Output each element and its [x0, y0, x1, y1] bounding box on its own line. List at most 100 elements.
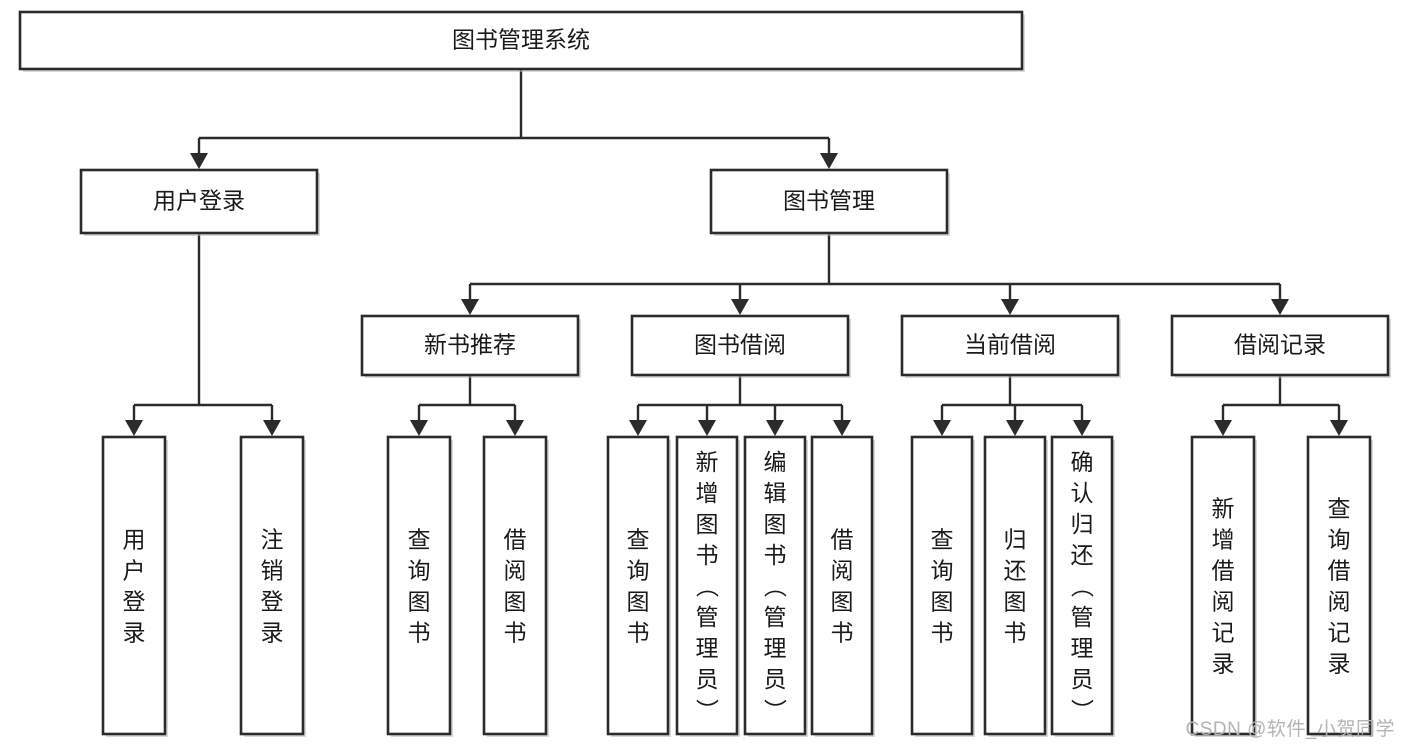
node-label: 当前借阅: [964, 332, 1056, 358]
node-label-char: 登: [261, 589, 284, 615]
node-rect[interactable]: [983, 435, 1047, 736]
node-label-char: 新: [696, 449, 719, 475]
node-root[interactable]: 图书管理系统: [18, 10, 1025, 72]
node-label-char: 查: [627, 527, 650, 553]
node-records[interactable]: 借阅记录: [1170, 314, 1391, 378]
node-rect[interactable]: [101, 435, 167, 736]
node-label-char: 录: [123, 620, 146, 646]
node-label-char: 询: [627, 558, 650, 584]
node-label: 图书借阅: [694, 332, 786, 358]
node-label-char: 图: [764, 511, 787, 537]
node-label-char: 确: [1071, 449, 1094, 475]
node-label-char: 员: [1071, 666, 1094, 692]
node-rect[interactable]: [360, 314, 580, 377]
node-login[interactable]: 用户登录: [79, 168, 320, 236]
node-label-char: 增: [1212, 527, 1235, 553]
node-label-char: 记: [1328, 620, 1351, 646]
node-rect[interactable]: [18, 10, 1024, 71]
node-label-char: 询: [408, 558, 431, 584]
node-label-char: 书: [831, 620, 854, 646]
node-label-char: 查: [1328, 496, 1351, 522]
node-label-char: 员: [764, 666, 787, 692]
node-rect[interactable]: [675, 435, 739, 736]
node-borrow[interactable]: 图书借阅: [630, 314, 851, 378]
node-label-char: 图: [627, 589, 650, 615]
arrow-head: [820, 153, 838, 169]
node-rect[interactable]: [482, 435, 548, 736]
node-rect[interactable]: [1190, 435, 1256, 736]
node-label-char: 阅: [504, 558, 527, 584]
arrow-head: [698, 420, 716, 436]
arrow-head: [263, 420, 281, 436]
arrow-head: [190, 153, 208, 169]
node-rect[interactable]: [606, 435, 670, 736]
connector-layer: [125, 69, 1348, 436]
node-label-char: 认: [1071, 480, 1094, 506]
watermark-text: CSDN @软件_小贺同学: [1185, 719, 1395, 740]
node-rect[interactable]: [79, 168, 319, 235]
node-label-char: 询: [1328, 527, 1351, 553]
node-label-char: 销: [261, 558, 284, 584]
node-rect[interactable]: [1170, 314, 1390, 377]
node-current[interactable]: 当前借阅: [900, 314, 1121, 378]
node-layer: 图书管理系统用户登录图书管理新书推荐图书借阅当前借阅借阅记录用户登录注销登录查询…: [18, 10, 1391, 737]
node-label: 用户登录: [153, 188, 245, 214]
node-label-char: 借: [1328, 558, 1351, 584]
node-rect[interactable]: [1306, 435, 1372, 736]
node-label: 借阅记录: [1234, 332, 1326, 358]
node-rect[interactable]: [910, 435, 974, 736]
node-leaf-user-login[interactable]: 用户登录: [101, 435, 168, 737]
node-label-char: ）: [1069, 699, 1095, 722]
arrow-head: [1006, 420, 1024, 436]
node-bookmgmt[interactable]: 图书管理: [709, 168, 950, 236]
node-rect[interactable]: [239, 435, 305, 736]
node-label-char: 借: [1212, 558, 1235, 584]
node-label-char: 书: [627, 620, 650, 646]
node-label: 新书推荐: [424, 332, 516, 358]
node-rect[interactable]: [743, 435, 807, 736]
arrow-head: [1001, 299, 1019, 315]
node-label-char: 归: [1004, 527, 1027, 553]
node-label-char: 借: [504, 527, 527, 553]
node-label-char: 录: [261, 620, 284, 646]
arrow-head: [410, 420, 428, 436]
node-rect[interactable]: [1050, 435, 1114, 736]
node-label-char: ）: [762, 699, 788, 722]
node-rect[interactable]: [630, 314, 850, 377]
node-label-char: 员: [696, 666, 719, 692]
node-label-char: 录: [1328, 651, 1351, 677]
node-label-char: 阅: [1328, 589, 1351, 615]
node-label-char: 户: [123, 558, 146, 584]
node-rect[interactable]: [709, 168, 949, 235]
node-label-char: 图: [504, 589, 527, 615]
arrow-head: [1214, 420, 1232, 436]
arrow-head: [461, 299, 479, 315]
arrow-head: [506, 420, 524, 436]
node-label-char: （: [1069, 575, 1095, 598]
node-label-char: 管: [1071, 604, 1094, 630]
node-label-char: （: [694, 575, 720, 598]
node-label-char: 用: [123, 527, 146, 553]
node-label-char: （: [762, 575, 788, 598]
node-rect[interactable]: [386, 435, 452, 736]
node-label-char: 阅: [831, 558, 854, 584]
node-rect[interactable]: [900, 314, 1120, 377]
node-label-char: 理: [764, 635, 787, 661]
node-label-char: 图: [931, 589, 954, 615]
arrow-head: [933, 420, 951, 436]
node-rect[interactable]: [810, 435, 874, 736]
node-newbook[interactable]: 新书推荐: [360, 314, 581, 378]
